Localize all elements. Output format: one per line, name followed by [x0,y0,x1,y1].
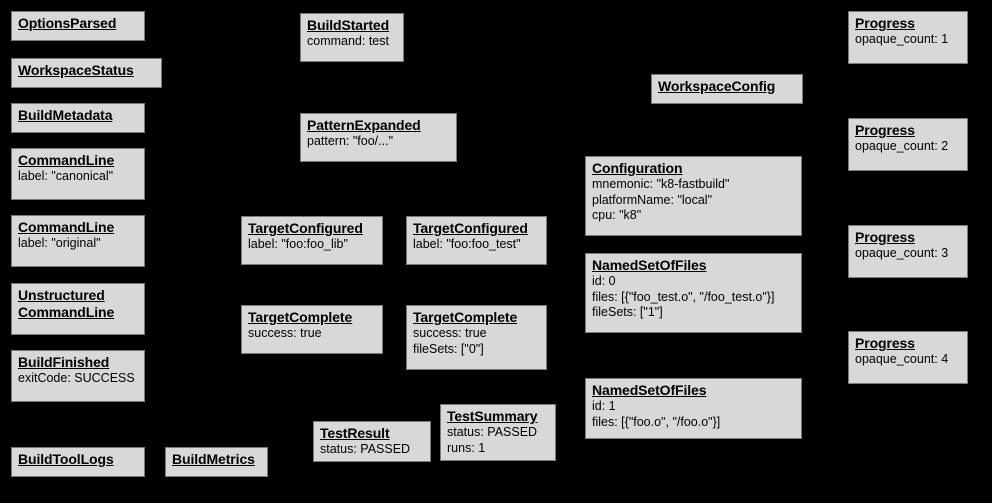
node-property: success: true [248,326,322,340]
node-property: fileSets: ["0"] [413,341,484,356]
node-title: Progress [855,122,915,138]
node-properties: mnemonic: "k8-fastbuild"platformName: "l… [592,177,796,224]
node-build-metrics[interactable]: BuildMetrics [165,447,268,477]
node-property: opaque_count: 3 [855,246,949,260]
node-title: PatternExpanded [307,117,421,133]
node-title: NamedSetOfFiles [592,382,707,398]
node-workspace-config[interactable]: WorkspaceConfig [651,74,803,104]
node-properties: label: "canonical" [18,169,139,185]
node-title: Progress [855,15,915,31]
node-title: BuildStarted [307,17,390,33]
node-property: label: "canonical" [18,169,114,183]
node-title: TargetConfigured [248,220,363,236]
node-properties: label: "foo:foo_lib" [248,237,377,253]
node-property: fileSets: ["1"] [592,305,663,319]
node-title: Progress [855,229,915,245]
node-property: status: PASSED [447,425,538,439]
node-workspace-status[interactable]: WorkspaceStatus [11,58,162,88]
node-title: BuildToolLogs [18,451,114,467]
node-unstructured-command-line[interactable]: Unstructured CommandLine [11,283,145,335]
node-properties: label: "foo:foo_test" [413,237,541,253]
node-title: Progress [855,335,915,351]
node-properties: opaque_count: 3 [855,246,962,262]
node-property: id: 0 [592,274,616,288]
node-title: TargetComplete [248,309,353,325]
node-property: files: [{"foo_test.o", "/foo_test.o"}] [592,289,775,304]
node-property: id: 1 [592,399,616,413]
node-build-tool-logs[interactable]: BuildToolLogs [11,447,145,477]
node-property: label: "foo:foo_lib" [248,237,348,251]
node-property: label: "original" [18,236,101,250]
node-property: opaque_count: 4 [855,352,949,366]
node-property: status: PASSED [320,442,411,456]
node-properties: pattern: "foo/..." [307,134,451,150]
node-property: cpu: "k8" [592,208,642,222]
node-title: TargetComplete [413,309,518,325]
node-property: runs: 1 [447,440,486,455]
node-title: Unstructured CommandLine [18,287,115,320]
node-properties: label: "original" [18,236,139,252]
node-title: TestResult [320,425,390,441]
node-properties: opaque_count: 1 [855,32,962,48]
node-title: BuildMetrics [172,451,255,467]
node-property: files: [{"foo.o", "/foo.o"}] [592,414,721,429]
node-property: command: test [307,34,389,48]
node-title: OptionsParsed [18,15,117,31]
node-title: WorkspaceStatus [18,62,134,78]
node-properties: success: true [248,326,377,342]
node-property: exitCode: SUCCESS [18,371,135,385]
node-title: WorkspaceConfig [658,78,776,94]
node-properties: exitCode: SUCCESS [18,371,139,387]
node-title: Configuration [592,160,683,176]
node-properties: opaque_count: 2 [855,139,962,155]
node-property: success: true [413,326,487,340]
node-title: NamedSetOfFiles [592,257,707,273]
node-properties: status: PASSED [320,442,425,458]
node-title: CommandLine [18,152,115,168]
node-title: TargetConfigured [413,220,528,236]
node-title: TestSummary [447,408,538,424]
node-title: BuildMetadata [18,107,113,123]
node-property: opaque_count: 2 [855,139,949,153]
node-build-metadata[interactable]: BuildMetadata [11,103,145,133]
node-property: label: "foo:foo_test" [413,237,521,251]
node-title: BuildFinished [18,354,110,370]
node-property: mnemonic: "k8-fastbuild" [592,177,730,191]
node-properties: command: test [307,34,398,50]
node-property: pattern: "foo/..." [307,134,394,148]
node-options-parsed[interactable]: OptionsParsed [11,11,145,41]
node-properties: opaque_count: 4 [855,352,962,368]
node-title: CommandLine [18,219,115,235]
node-property: platformName: "local" [592,192,713,207]
node-property: opaque_count: 1 [855,32,949,46]
